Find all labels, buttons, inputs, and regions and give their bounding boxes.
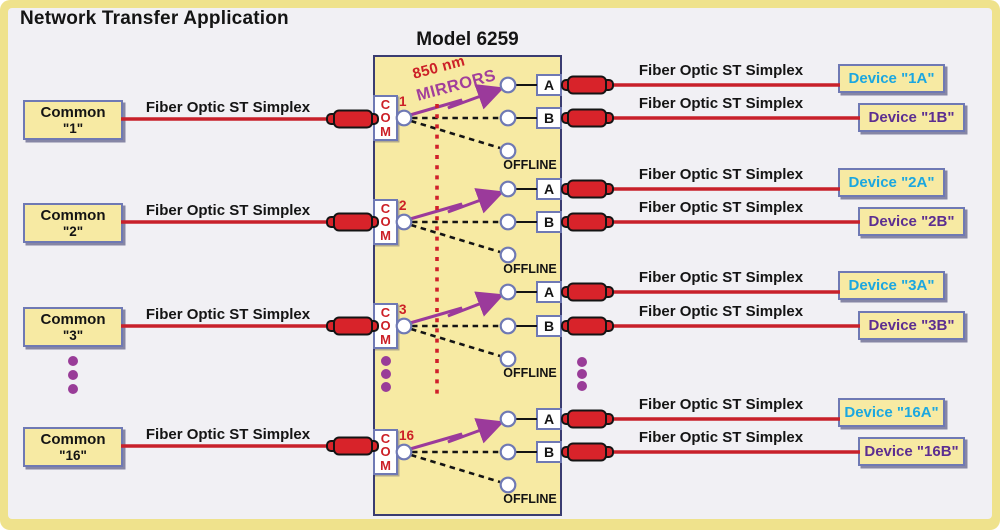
com-port-label: COM [380, 200, 391, 243]
cable-label: Fiber Optic ST Simplex [145, 99, 311, 116]
port-b-3: B [536, 315, 562, 337]
cable-label: Fiber Optic ST Simplex [145, 426, 311, 443]
cable-label: Fiber Optic ST Simplex [638, 429, 804, 446]
common-name: Common [40, 104, 106, 121]
cable-label: Fiber Optic ST Simplex [638, 199, 804, 216]
common-2-box: Common "2" [23, 203, 123, 243]
offline-label-3: OFFLINE [503, 366, 557, 380]
port-a-2: A [536, 178, 562, 200]
common-id: "1" [62, 121, 84, 136]
com-port-number: 1 [399, 94, 407, 109]
switch-model-label: Model 6259 [416, 29, 519, 50]
cable-label: Fiber Optic ST Simplex [638, 166, 804, 183]
com-port-label: COM [380, 430, 391, 473]
com-port-16: COM [373, 429, 398, 475]
port-a-3: A [536, 281, 562, 303]
com-port-3: COM [373, 303, 398, 349]
common-name: Common [40, 207, 106, 224]
cable-label: Fiber Optic ST Simplex [638, 396, 804, 413]
port-b-1: B [536, 107, 562, 129]
com-port-2: COM [373, 199, 398, 245]
device-16b-box: Device "16B" [858, 437, 965, 466]
common-1-box: Common "1" [23, 100, 123, 140]
device-3b-box: Device "3B" [858, 311, 965, 340]
common-3-box: Common "3" [23, 307, 123, 347]
device-16a-box: Device "16A" [838, 398, 945, 427]
device-2a-box: Device "2A" [838, 168, 945, 197]
common-16-box: Common "16" [23, 427, 123, 467]
cable-label: Fiber Optic ST Simplex [145, 306, 311, 323]
common-name: Common [40, 431, 106, 448]
common-id: "3" [62, 328, 84, 343]
com-port-number: 3 [399, 302, 407, 317]
port-a-1: A [536, 74, 562, 96]
com-port-number: 2 [399, 198, 407, 213]
common-id: "2" [62, 224, 84, 239]
port-a-16: A [536, 408, 562, 430]
port-b-16: B [536, 441, 562, 463]
switch-chassis-box [373, 55, 562, 516]
cable-label: Fiber Optic ST Simplex [145, 202, 311, 219]
cable-label: Fiber Optic ST Simplex [638, 62, 804, 79]
cable-label: Fiber Optic ST Simplex [638, 269, 804, 286]
common-id: "16" [59, 448, 87, 463]
device-1b-box: Device "1B" [858, 103, 965, 132]
cable-label: Fiber Optic ST Simplex [638, 95, 804, 112]
com-port-1: COM [373, 95, 398, 141]
device-1a-box: Device "1A" [838, 64, 945, 93]
diagram-title: Network Transfer Application [20, 8, 289, 29]
device-2b-box: Device "2B" [858, 207, 965, 236]
offline-label-16: OFFLINE [503, 492, 557, 506]
port-b-2: B [536, 211, 562, 233]
com-port-number: 16 [399, 428, 415, 443]
offline-label-1: OFFLINE [503, 158, 557, 172]
offline-label-2: OFFLINE [503, 262, 557, 276]
common-name: Common [40, 311, 106, 328]
cable-label: Fiber Optic ST Simplex [638, 303, 804, 320]
com-port-label: COM [380, 304, 391, 347]
com-port-label: COM [380, 96, 391, 139]
device-3a-box: Device "3A" [838, 271, 945, 300]
